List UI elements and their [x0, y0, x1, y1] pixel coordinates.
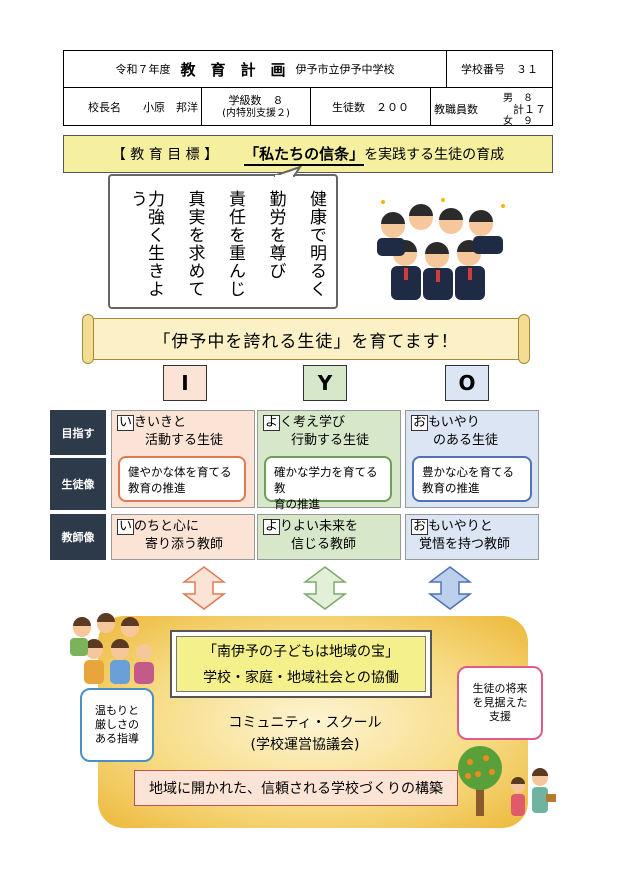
principal-name: 小原 邦洋: [143, 101, 198, 114]
student-ideal-1-line1: きいきと: [134, 415, 187, 430]
student-ideal-2: よく考え学び 行動する生徒: [263, 414, 399, 450]
education-policy-3-line1: 豊かな心を育てる: [422, 465, 514, 479]
pride-scroll-text: 「伊予中を誇れる生徒」を育てます！: [153, 331, 459, 352]
teachers-group-illustration: [70, 613, 154, 684]
teacher-ideal-2: よりよい未来を 信じる教師: [263, 518, 399, 554]
community-school-title: コミュニティ・スクール (学校運営協議会): [210, 712, 400, 756]
right-callout-line3: 支援: [489, 710, 511, 723]
plan-year: 令和７年度: [115, 63, 171, 76]
student-ideal-1-line2: 活動する生徒: [145, 433, 224, 448]
teacher-ideal-1: いのちと心に 寄り添う教師: [117, 518, 253, 554]
education-policy-1: 健やかな体を育てる 教育の推進: [118, 456, 246, 502]
school-number: 学校番号 ３１: [461, 63, 538, 76]
student-ideal-3: おもいやり のある生徒: [411, 414, 537, 450]
class-count: 学級数 ８: [228, 94, 284, 107]
education-policy-3-line2: 教育の推進: [422, 481, 480, 495]
pride-scroll-banner: 「伊予中を誇れる生徒」を育てます！: [88, 318, 524, 360]
staff-female: 女 ９: [503, 116, 533, 127]
education-policy-2-line2: 育の推進: [274, 497, 320, 511]
education-policy-2-line1: 確かな学力を育てる教: [274, 465, 378, 495]
creed-line-4: 真実を求めて: [184, 190, 205, 298]
teacher-ideal-3: おもいやりと 覚悟を持つ教師: [411, 518, 537, 554]
fruit-tree-illustration: [458, 746, 556, 816]
student-ideal-2-line1: く考え学び: [280, 415, 346, 430]
teacher-ideal-2-line2: 信じる教師: [291, 537, 357, 552]
class-count-note: (内特別支援２): [222, 108, 290, 119]
staff-male: 男 ８: [503, 93, 533, 104]
teacher-ideal-column-1: [111, 514, 255, 560]
community-motto-inner: 「南伊予の子どもは地域の宝」 学校・家庭・地域社会との協働: [176, 636, 426, 692]
student-ideal-1: いきいきと 活動する生徒: [117, 414, 253, 450]
row-label-aim: 目指す: [50, 410, 106, 455]
creed-line-3: 責任を重んじ: [225, 190, 245, 298]
scroll-left-curl: [82, 314, 94, 364]
staff-label: 教職員数: [434, 103, 478, 116]
teacher-ideal-3-initial: お: [411, 519, 429, 535]
letter-y: Y: [303, 365, 347, 401]
education-goal-banner: 【 教 育 目 標 】 「私たちの信条」 を実践する生徒の育成: [63, 135, 553, 173]
double-arrow-1: [182, 566, 226, 610]
staff-total: 計１７: [513, 103, 546, 116]
left-callout-line2: 厳しさの: [95, 718, 139, 731]
student-ideal-2-initial: よ: [263, 415, 281, 431]
row-label-student: 生徒像: [50, 458, 106, 510]
education-policy-2: 確かな学力を育てる教 育の推進: [264, 456, 392, 511]
teacher-ideal-2-line1: りよい未来を: [280, 519, 359, 534]
header-table: 令和７年度 教 育 計 画 伊予市立伊予中学校 学校番号 ３１ 校長名 小原 邦…: [63, 50, 553, 127]
teacher-ideal-1-initial: い: [117, 519, 135, 535]
goal-label: 【 教 育 目 標 】: [111, 147, 219, 163]
community-school-line2: (学校運営協議会): [250, 737, 360, 753]
right-callout: 生徒の将来 を見据えた 支援: [457, 666, 543, 740]
left-callout-line3: ある指導: [95, 732, 139, 745]
double-arrow-2: [303, 566, 347, 610]
community-bottom-banner: 地域に開かれた、信頼される学校づくりの構築: [134, 770, 458, 806]
teacher-ideal-3-line2: 覚悟を持つ教師: [419, 537, 511, 552]
education-policy-1-line2: 教育の推進: [128, 481, 186, 495]
principal-label: 校長名: [88, 101, 121, 114]
scroll-right-curl: [518, 314, 530, 364]
double-arrow-3: [428, 566, 472, 610]
student-ideal-2-line2: 行動する生徒: [291, 433, 370, 448]
letter-i: I: [163, 365, 207, 401]
student-ideal-3-line2: のある生徒: [433, 433, 499, 448]
row-label-teacher: 教師像: [50, 514, 106, 560]
teacher-ideal-2-initial: よ: [263, 519, 281, 535]
community-motto-line2: 学校・家庭・地域社会との協働: [203, 670, 399, 686]
teacher-ideal-1-line2: 寄り添う教師: [145, 537, 224, 552]
community-bottom-text: 地域に開かれた、信頼される学校づくりの構築: [149, 781, 443, 797]
community-school-line1: コミュニティ・スクール: [228, 715, 382, 731]
goal-text: を実践する生徒の育成: [364, 147, 505, 163]
student-ideal-3-line1: もいやり: [428, 415, 480, 430]
letter-o: O: [445, 365, 489, 401]
left-callout: 温もりと 厳しさの ある指導: [80, 688, 154, 762]
creed-lines: 健康で明るく 勤労を尊び 責任を重んじ 真実を求めて 力強く生きよう: [127, 190, 326, 302]
student-count: 生徒数 ２００: [332, 101, 409, 114]
plan-title: 教 育 計 画: [180, 60, 286, 79]
cheering-students-illustration: [377, 198, 505, 300]
goal-creed: 「私たちの信条」: [244, 143, 365, 166]
teacher-ideal-column-2: [257, 514, 401, 560]
teacher-ideal-3-line1: もいやりと: [428, 519, 493, 534]
student-ideal-1-initial: い: [117, 415, 135, 431]
right-callout-line2: を見据えた: [472, 696, 528, 709]
right-callout-line1: 生徒の将来: [472, 682, 528, 695]
creed-line-1: 健康で明るく: [306, 190, 326, 298]
community-motto-line1: 「南伊予の子どもは地域の宝」: [203, 644, 399, 660]
student-ideal-3-initial: お: [411, 415, 429, 431]
school-name: 伊予市立伊予中学校: [295, 63, 395, 76]
speech-tail: [273, 166, 302, 178]
education-policy-3: 豊かな心を育てる 教育の推進: [412, 456, 532, 502]
left-callout-line1: 温もりと: [95, 704, 139, 717]
teacher-ideal-1-line1: のちと心に: [134, 519, 200, 534]
creed-speech-box: [108, 174, 338, 309]
creed-line-2: 勤労を尊び: [265, 190, 286, 280]
education-policy-1-line1: 健やかな体を育てる: [128, 465, 232, 479]
creed-line-5: 力強く生きよう: [127, 190, 164, 298]
